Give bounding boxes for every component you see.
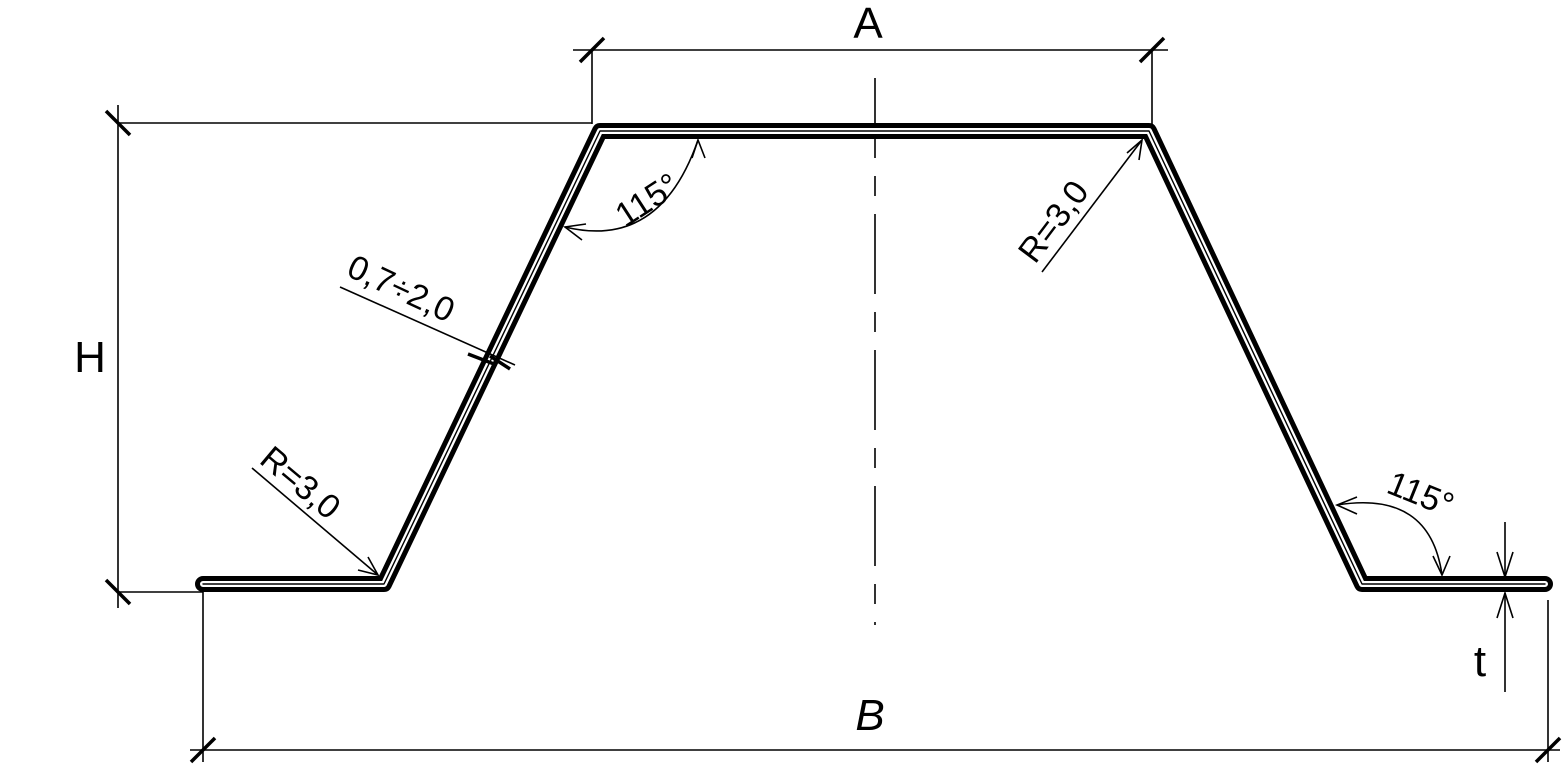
- thickness-range-leader: [339, 286, 516, 371]
- label-thickness-range: 0,7÷2,0: [342, 248, 461, 330]
- label-radius-left: R=3,0: [253, 439, 348, 527]
- angle-arc-bottom-right: [1334, 496, 1451, 577]
- radius-leader-left: [251, 467, 380, 577]
- label-angle-bottom-right: 115°: [1382, 464, 1459, 525]
- label-b: B: [855, 691, 884, 740]
- label-a: A: [853, 0, 883, 48]
- sheet-profile: [195, 123, 1553, 592]
- label-t: t: [1474, 637, 1486, 686]
- angle-arc-top-left: [562, 137, 706, 241]
- label-h: H: [74, 333, 106, 382]
- label-angle-top-left: 115°: [609, 166, 687, 235]
- dimension-t: [1496, 522, 1514, 692]
- dimension-a: [573, 36, 1168, 124]
- radius-leader-right: [1041, 137, 1144, 273]
- dimension-b: [189, 592, 1562, 764]
- dimension-h: [104, 105, 592, 608]
